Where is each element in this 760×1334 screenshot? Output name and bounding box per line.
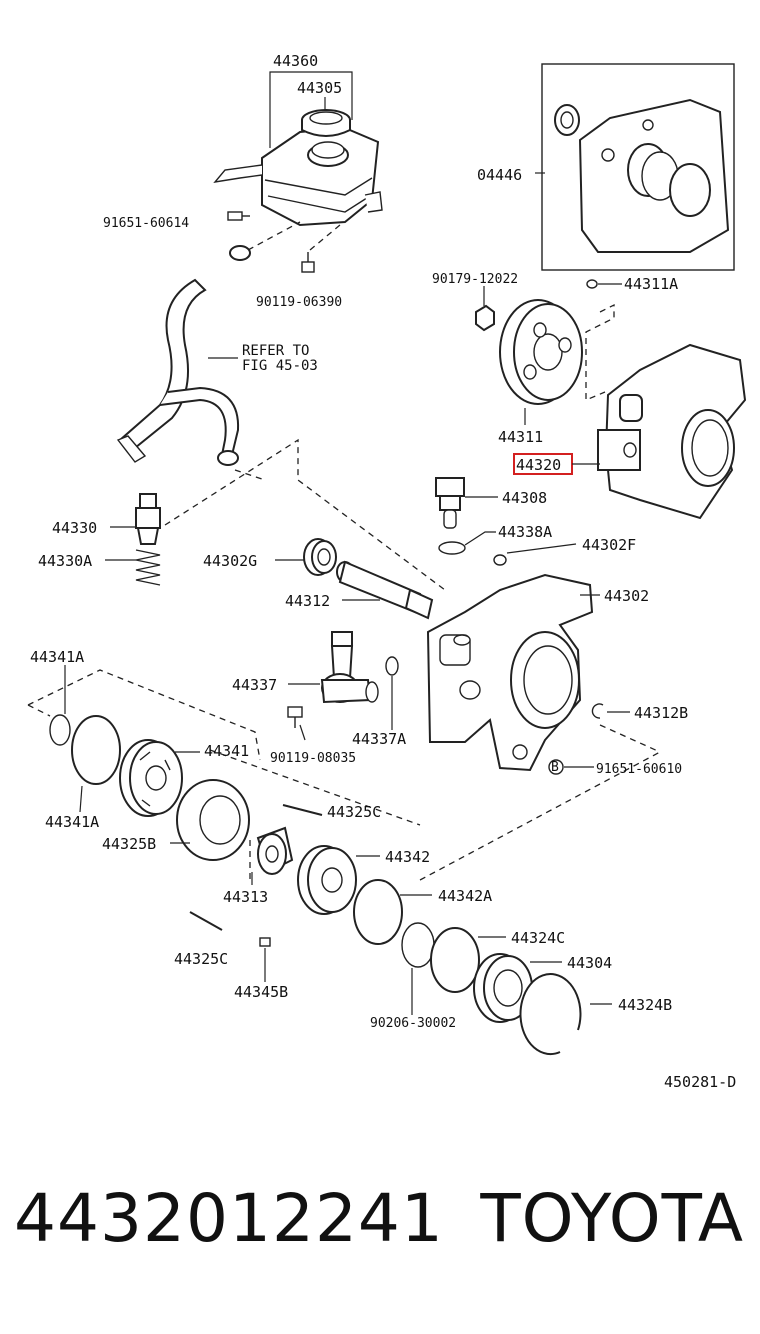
nut-90179-12022 [475,304,495,332]
front-housing-44302 [426,573,594,772]
bolt-91651-60614 [227,211,250,221]
part-number: 4432012241 [14,1180,444,1257]
refer-to-text: REFER TO [242,343,309,359]
label-44325B: 44325B [102,835,156,853]
label-44341A-top: 44341A [30,648,84,666]
snap-ring-44312B [591,703,604,719]
shaft-44312 [336,560,434,620]
label-90119-08035: 90119-08035 [270,751,356,766]
key-44311A [586,279,598,289]
spring-44330A [135,549,161,586]
side-plate-44341 [119,739,183,817]
bolt-90119-08035 [287,706,303,728]
brand-name: TOYOTA [480,1180,744,1257]
hose-clamp-top [229,245,251,261]
label-44330: 44330 [52,519,97,537]
label-44312B: 44312B [634,704,688,722]
label-44325C-top: 44325C [327,803,381,821]
footer: 4432012241 TOYOTA [0,1180,760,1290]
label-44311: 44311 [498,428,543,446]
label-44320[interactable]: 44320 [516,456,561,474]
pin-44325C-bottom [189,911,223,931]
label-44311A: 44311A [624,275,678,293]
o-ring-44338A [438,541,466,555]
label-44304: 44304 [567,954,612,972]
o-ring-44341A-large [71,715,121,785]
bolt-marker-b: B [551,760,559,775]
repair-kit-04446 [554,98,730,253]
o-ring-44324C [430,927,480,993]
label-90119-06390: 90119-06390 [256,295,342,310]
vane-44345B [259,937,271,947]
label-91651-60610: 91651-60610 [596,762,682,777]
label-90206-30002: 90206-30002 [370,1016,456,1031]
rotor-44313 [256,826,294,875]
pin-44325C-top [282,804,323,816]
cam-ring-44325B [176,779,250,861]
gasket-44337A [385,656,399,676]
label-44338A: 44338A [498,523,552,541]
label-44302G: 44302G [203,552,257,570]
plug-44302F [493,554,507,566]
label-44312: 44312 [285,592,330,610]
union-bolt-44337 [320,631,379,704]
label-90179-12022: 90179-12022 [432,272,518,287]
label-44308: 44308 [502,489,547,507]
bolt-91651-60610 [548,759,564,775]
label-44305: 44305 [297,79,342,97]
figure-reference: 450281-D [664,1073,736,1091]
reservoir-cap [301,109,351,137]
o-ring-44341A-small [49,714,71,746]
label-44324B: 44324B [618,996,672,1014]
label-91651-60614: 91651-60614 [103,216,189,231]
snap-ring-44324B [519,973,582,1055]
o-ring-44342A [353,879,403,945]
flow-valve-44330 [135,493,161,545]
label-44324C: 44324C [511,929,565,947]
label-44337A: 44337A [352,730,406,748]
refer-fig-text: FIG 45-03 [242,358,318,374]
label-44302F: 44302F [582,536,636,554]
label-44302: 44302 [604,587,649,605]
label-44325C-bottom: 44325C [174,950,228,968]
label-44342A: 44342A [438,887,492,905]
pressure-plate-44342 [297,845,357,915]
label-04446: 04446 [477,166,522,184]
ring-90206-30002 [401,922,435,968]
bearing-44302G [303,538,337,576]
reservoir-assembly [213,126,383,227]
label-44342: 44342 [385,848,430,866]
label-44341A-bottom: 44341A [45,813,99,831]
parts-diagram: B [27,52,747,1091]
union-44308 [435,477,465,529]
pump-housing-44320 [597,343,747,520]
label-44330A: 44330A [38,552,92,570]
label-44345B: 44345B [234,983,288,1001]
label-44313: 44313 [223,888,268,906]
label-44360: 44360 [273,52,318,70]
bolt-90119-06390 [301,252,315,273]
pulley-44311 [499,299,583,405]
return-hose [116,278,240,466]
label-44341: 44341 [204,742,249,760]
label-44337: 44337 [232,676,277,694]
